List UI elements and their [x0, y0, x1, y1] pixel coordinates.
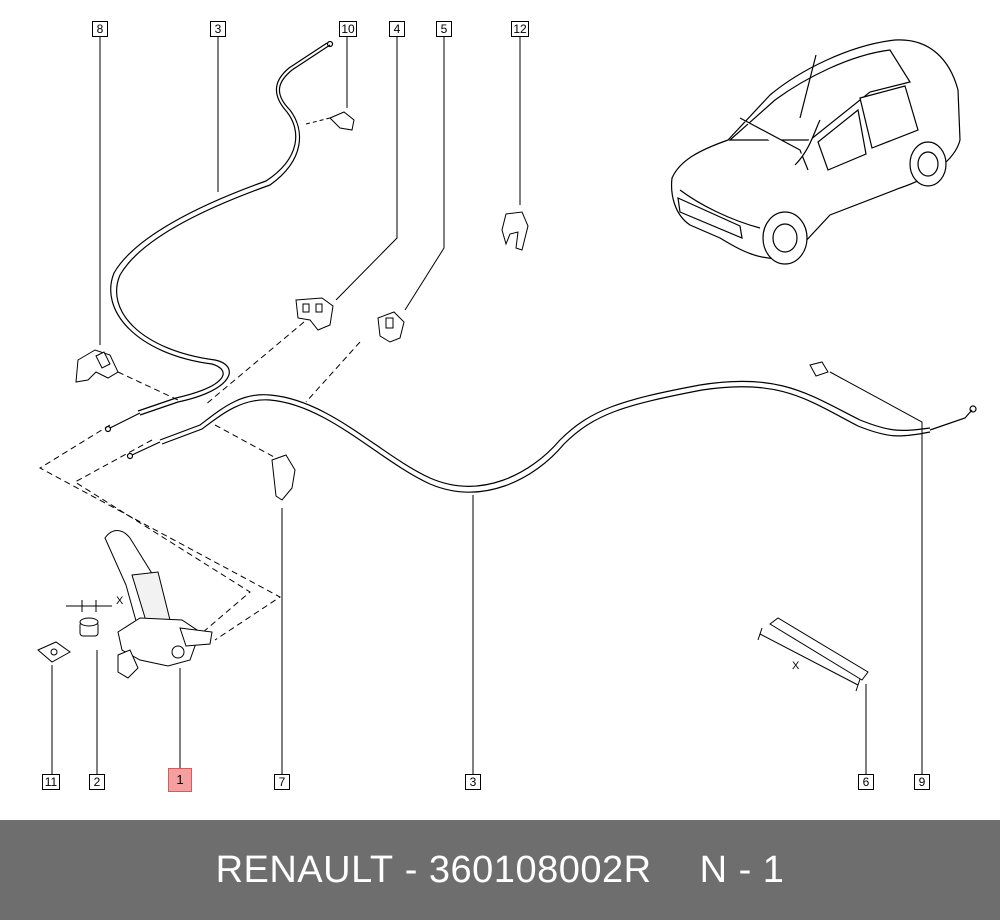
cable-tie-part-6	[757, 617, 869, 692]
footer-page: N - 1	[699, 848, 785, 891]
parts-diagram	[37, 37, 977, 775]
callout-1-highlighted[interactable]: 1	[168, 768, 192, 792]
vehicle-illustration	[670, 39, 961, 265]
footer-separator: -	[404, 848, 418, 891]
clip-part-10	[305, 111, 355, 131]
callout-8[interactable]: 8	[92, 21, 108, 37]
nut-part-2	[66, 600, 112, 637]
callout-2[interactable]: 2	[89, 774, 105, 790]
callout-11[interactable]: 11	[42, 774, 60, 790]
bracket-part-12	[501, 211, 529, 251]
callout-6[interactable]: 6	[858, 774, 874, 790]
leader-9	[829, 371, 923, 775]
dimension-label-tie: X	[792, 660, 800, 672]
clip-part-4	[295, 297, 334, 331]
leader-4	[335, 37, 398, 301]
main-cable	[126, 380, 977, 493]
leader-5	[404, 37, 445, 311]
callout-12[interactable]: 12	[511, 21, 529, 37]
assembly-guides	[38, 321, 361, 666]
callout-10[interactable]: 10	[339, 21, 357, 37]
callout-7[interactable]: 7	[274, 774, 290, 790]
bracket-part-7	[271, 454, 296, 501]
callout-4[interactable]: 4	[389, 21, 405, 37]
upper-cable	[104, 40, 334, 433]
callout-3-bottom[interactable]: 3	[465, 774, 481, 790]
callout-3-top[interactable]: 3	[210, 21, 226, 37]
footer-part-number: 360108002R	[428, 848, 652, 891]
footer-bar: RENAULT - 360108002R N - 1	[0, 820, 1000, 920]
callout-9[interactable]: 9	[914, 774, 930, 790]
clip-part-5	[377, 311, 405, 343]
footer-brand: RENAULT	[215, 848, 394, 891]
clip-part-9	[809, 361, 829, 377]
dimension-label-nut: X	[116, 595, 124, 607]
handbrake-lever-part-1	[104, 530, 213, 679]
clip-part-11	[37, 641, 71, 663]
callout-5[interactable]: 5	[436, 21, 452, 37]
clip-part-8	[75, 349, 119, 383]
